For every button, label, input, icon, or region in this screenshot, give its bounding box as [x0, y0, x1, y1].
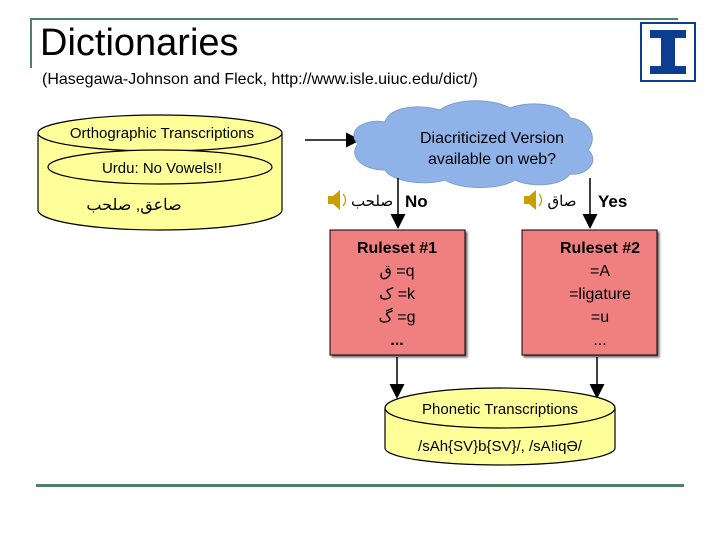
ruleset-1-line: ... [390, 332, 403, 349]
branch-no: صلحب No [328, 178, 428, 229]
title-top-rule [30, 18, 678, 20]
ruleset-2-title: Ruleset #2 [560, 240, 640, 257]
no-word: صلحب [351, 193, 393, 210]
ruleset-2-box: Ruleset #2 =A =ligature =u ... [521, 229, 658, 356]
urdu-label: Urdu: No Vowels!! [102, 160, 222, 177]
bottom-rule [36, 484, 684, 487]
orthographic-label: Orthographic Transcriptions [70, 125, 254, 142]
yes-word: صاق [548, 193, 577, 210]
ruleset-1-line: ق =q [379, 263, 414, 280]
page-subtitle: (Hasegawa-Johnson and Fleck, http://www.… [42, 71, 478, 88]
ruleset-1-box: Ruleset #1 ق =q ک =k گ =g ... [329, 229, 466, 356]
question-cloud: Diacriticized Version available on web? [353, 100, 594, 188]
page-title: Dictionaries [40, 22, 239, 64]
speaker-icon [524, 190, 543, 210]
branch-yes: صاق Yes [524, 178, 627, 229]
no-label: No [405, 192, 428, 211]
yes-label: Yes [598, 192, 627, 211]
orthographic-cylinder: Orthographic Transcriptions Urdu: No Vow… [37, 114, 283, 231]
university-logo [640, 22, 696, 82]
ruleset-2-line: =u [591, 309, 609, 326]
ruleset-1-title: Ruleset #1 [357, 240, 437, 257]
title-left-rule [30, 18, 32, 68]
phonetic-cylinder: Phonetic Transcriptions /sAh{SV}b{SV}/, … [384, 387, 616, 466]
cloud-line-1: Diacriticized Version [420, 130, 564, 147]
urdu-words: صاعق, صلحب [86, 197, 181, 214]
ruleset-2-line: =ligature [569, 286, 631, 303]
phonetic-values: /sAh{SV}b{SV}/, /sA!iqƏ/ [418, 438, 583, 455]
cloud-line-2: available on web? [428, 151, 556, 168]
ruleset-1-line: ک =k [379, 286, 416, 303]
phonetic-label: Phonetic Transcriptions [422, 401, 578, 418]
ruleset-2-line: ... [593, 332, 606, 349]
ruleset-1-line: گ =g [378, 307, 415, 326]
ruleset-2-line: =A [590, 263, 610, 280]
speaker-icon [328, 190, 347, 210]
